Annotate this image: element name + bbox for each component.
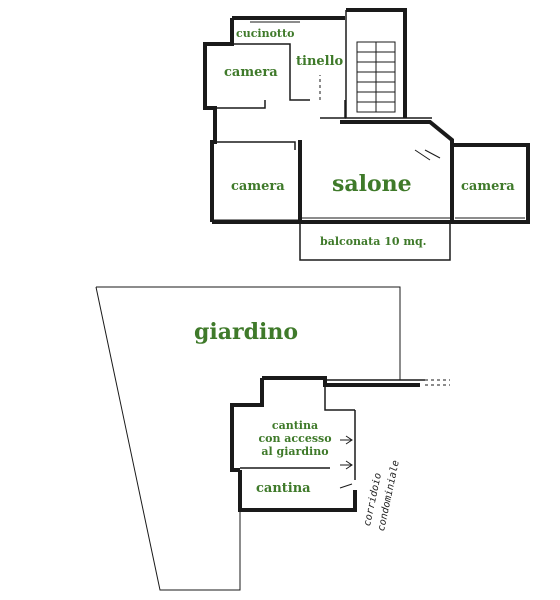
room-label-cantina-access-line3: al giardino	[261, 445, 329, 458]
room-label-salone: salone	[332, 171, 412, 197]
room-label-balconata: balconata 10 mq.	[320, 235, 427, 248]
room-label-cantina-access-line2: con accesso	[258, 432, 332, 445]
room-label-cantina-access-line1: cantina	[271, 419, 319, 432]
room-label-cantina: cantina	[256, 481, 311, 496]
upper-floor-walls	[203, 8, 530, 261]
room-label-giardino: giardino	[194, 319, 298, 345]
room-label-cucinotto: cucinotto	[236, 27, 295, 40]
lower-floor-walls	[95, 286, 450, 591]
room-label-tinello: tinello	[296, 54, 344, 69]
room-label-camera-top-left: camera	[224, 65, 278, 80]
room-label-camera-right: camera	[461, 179, 515, 194]
room-label-camera-bottom-left: camera	[231, 179, 285, 194]
